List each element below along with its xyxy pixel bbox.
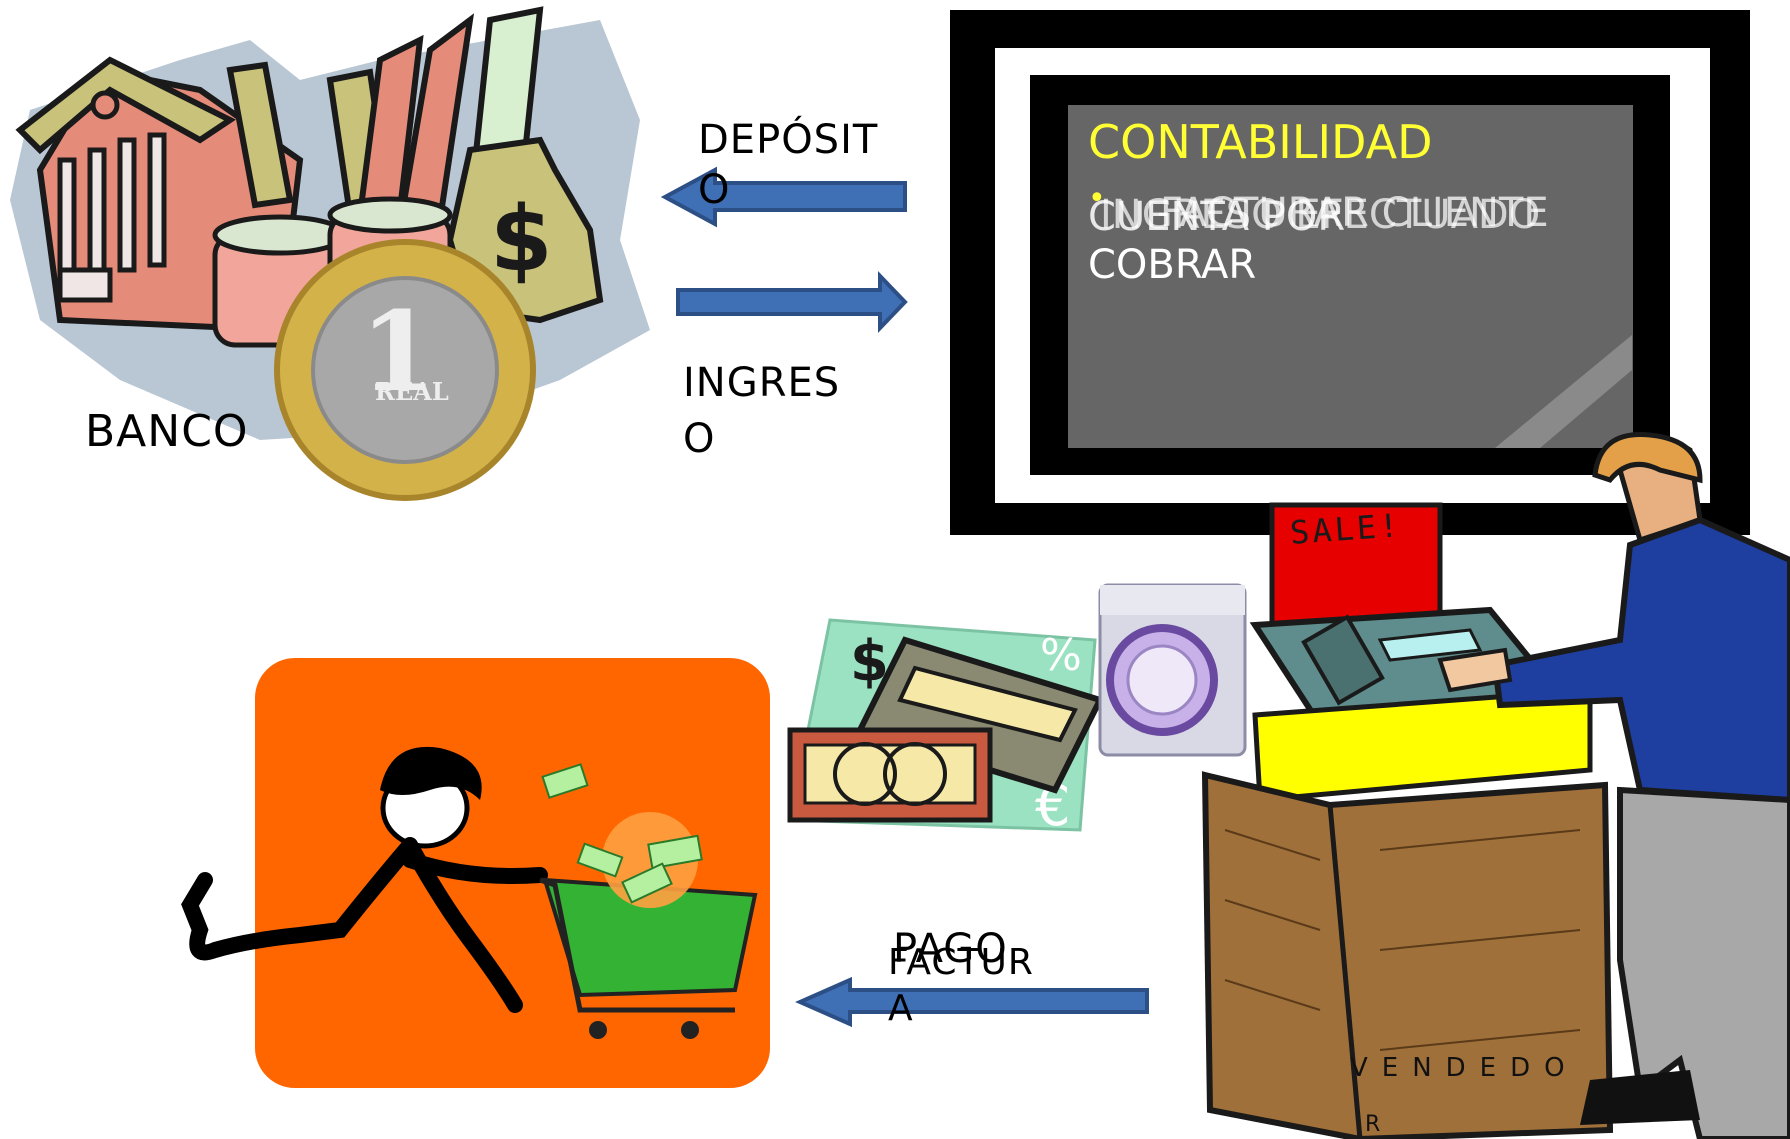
pago-label: PAGO <box>893 926 1008 972</box>
deposito-label-line2: O <box>698 167 731 213</box>
bag-dollar-sign: $ <box>490 187 553 292</box>
wood-counter <box>1201 771 1614 1139</box>
monitor <box>950 10 1750 535</box>
seller-person <box>1437 432 1790 1139</box>
coin-number: 1 <box>360 287 437 416</box>
ingreso-label-line1: INGRES <box>683 360 841 406</box>
register-stand <box>1201 502 1614 1139</box>
seller-body <box>1491 516 1790 804</box>
ingreso-label: INGRES O <box>683 355 840 467</box>
shopper-body <box>181 837 548 1013</box>
bank-door <box>57 267 113 303</box>
screen-title: CONTABILIDAD <box>1088 115 1433 169</box>
factura-label-line1: FACTUR <box>888 942 1034 983</box>
seller-label-line1: VENDEDO <box>1350 1053 1579 1083</box>
ingreso-arrow <box>676 271 908 333</box>
deposito-label: DEPÓSIT O <box>698 115 878 215</box>
bank-illustration: $ 1 REAL <box>10 6 650 501</box>
washing-machine <box>1098 583 1247 757</box>
screen-line-cuenta: CUENTA POR <box>1088 194 1346 240</box>
seller-label-line2: R <box>1365 1112 1381 1137</box>
bank-columns <box>57 132 167 273</box>
percent-symbol: % <box>1040 630 1082 681</box>
screen-line-ingreso: INGRESO EFECTUADO <box>1100 192 1541 238</box>
coin-word: REAL <box>375 377 449 406</box>
pago-arrow <box>795 976 1149 1028</box>
bank-roof <box>15 56 236 155</box>
cards-illustration: $ % € <box>787 618 1105 839</box>
deposito-arrow <box>660 166 907 228</box>
screen-line-cobrar: COBRAR <box>1088 242 1257 288</box>
factura-label: FACTUR A <box>888 940 1034 1032</box>
deposito-label-line1: DEPÓSIT <box>698 117 879 163</box>
bank-window-round <box>90 90 120 120</box>
shopper-panel <box>181 658 770 1088</box>
ingreso-label-line2: O <box>683 416 716 462</box>
shopping-cart <box>539 763 758 1039</box>
sale-sign-text: SALE! <box>1288 506 1403 552</box>
real-coin-inner <box>311 276 499 464</box>
bank-label: BANCO <box>85 406 249 457</box>
sale-sign <box>1269 502 1443 628</box>
screen-bullet: • <box>1088 181 1106 216</box>
screen-line-facturar: FACTURAR CLIENTE <box>1160 190 1549 236</box>
factura-label-line2: A <box>888 988 914 1029</box>
screen-display <box>1068 105 1633 448</box>
screen-glare <box>1495 335 1632 448</box>
